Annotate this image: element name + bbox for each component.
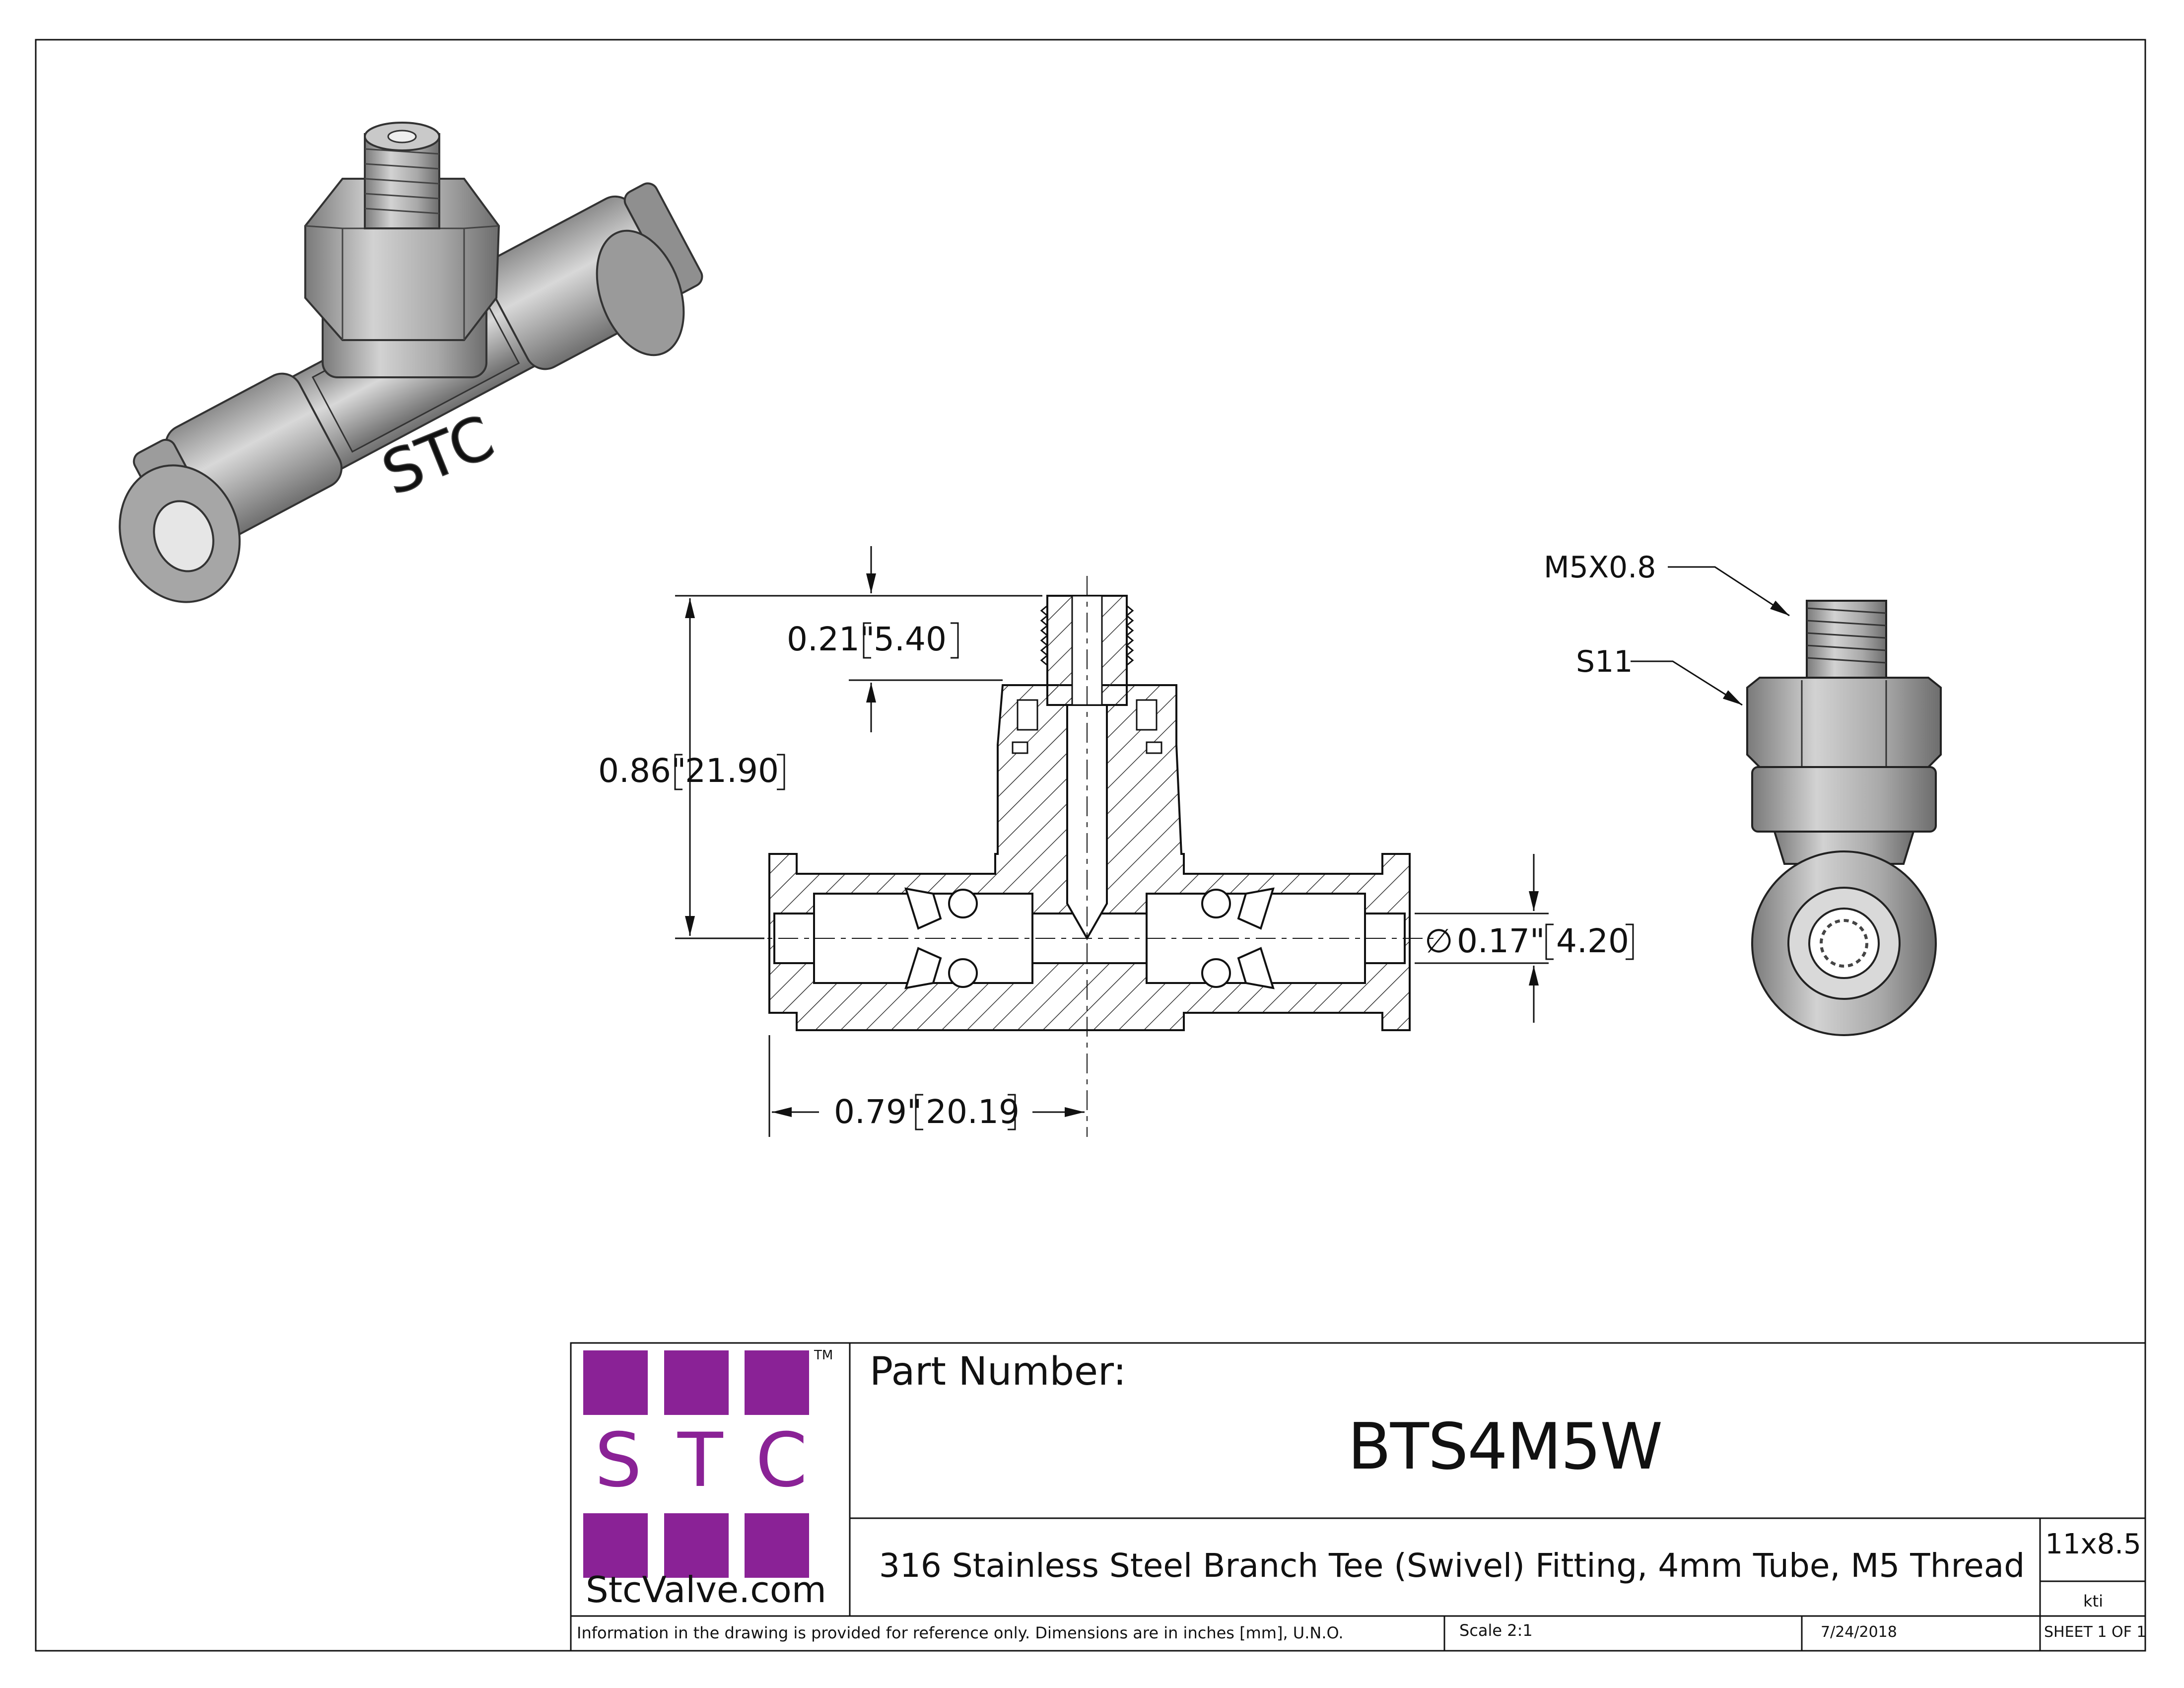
dim-thread-height: 0.21"	[787, 620, 875, 658]
callout-thread: M5X0.8	[1544, 550, 1656, 585]
logo-website: StcValve.com	[586, 1569, 826, 1611]
logo-letter-s: S	[595, 1417, 642, 1504]
part-description: 316 Stainless Steel Branch Tee (Swivel) …	[879, 1547, 2025, 1585]
dim-total-height-mm: 21.90	[685, 752, 779, 790]
logo-trademark: TM	[814, 1348, 833, 1363]
diameter-symbol: ∅	[1425, 922, 1453, 960]
disclaimer: Information in the drawing is provided f…	[577, 1623, 1344, 1642]
dim-bore-diameter-mm: 4.20	[1556, 922, 1629, 960]
callout-hex: S11	[1576, 644, 1633, 679]
dim-half-length: 0.79"	[834, 1093, 922, 1131]
dim-total-height: 0.86"	[598, 752, 686, 790]
part-number-label: Part Number:	[870, 1349, 1127, 1394]
logo-squares	[583, 1350, 809, 1578]
scale: Scale 2:1	[1459, 1621, 1533, 1640]
logo-letter-c: C	[755, 1417, 808, 1504]
dimension-lines	[675, 546, 1549, 1137]
side-view: M5X0.8 S11	[1544, 550, 1942, 1036]
date: 7/24/2018	[1821, 1623, 1897, 1641]
dimension-texts: 0.21" 5.40 0.86" 21.90 ∅ 0.17" 4.20 0.79…	[598, 620, 1634, 1131]
drawn-by: kti	[2083, 1592, 2103, 1611]
title-block	[570, 1342, 2146, 1652]
section-view	[705, 576, 1439, 1137]
part-number: BTS4M5W	[1347, 1410, 1663, 1484]
logo-letter-t: T	[678, 1417, 723, 1504]
sheet-number: SHEET 1 OF 1	[2044, 1623, 2146, 1641]
dim-half-length-mm: 20.19	[926, 1093, 1020, 1131]
isometric-view: STC	[119, 122, 703, 603]
dim-thread-height-mm: 5.40	[874, 620, 947, 658]
sheet-size: 11x8.5	[2045, 1528, 2141, 1560]
dim-bore-diameter: 0.17"	[1457, 922, 1545, 960]
